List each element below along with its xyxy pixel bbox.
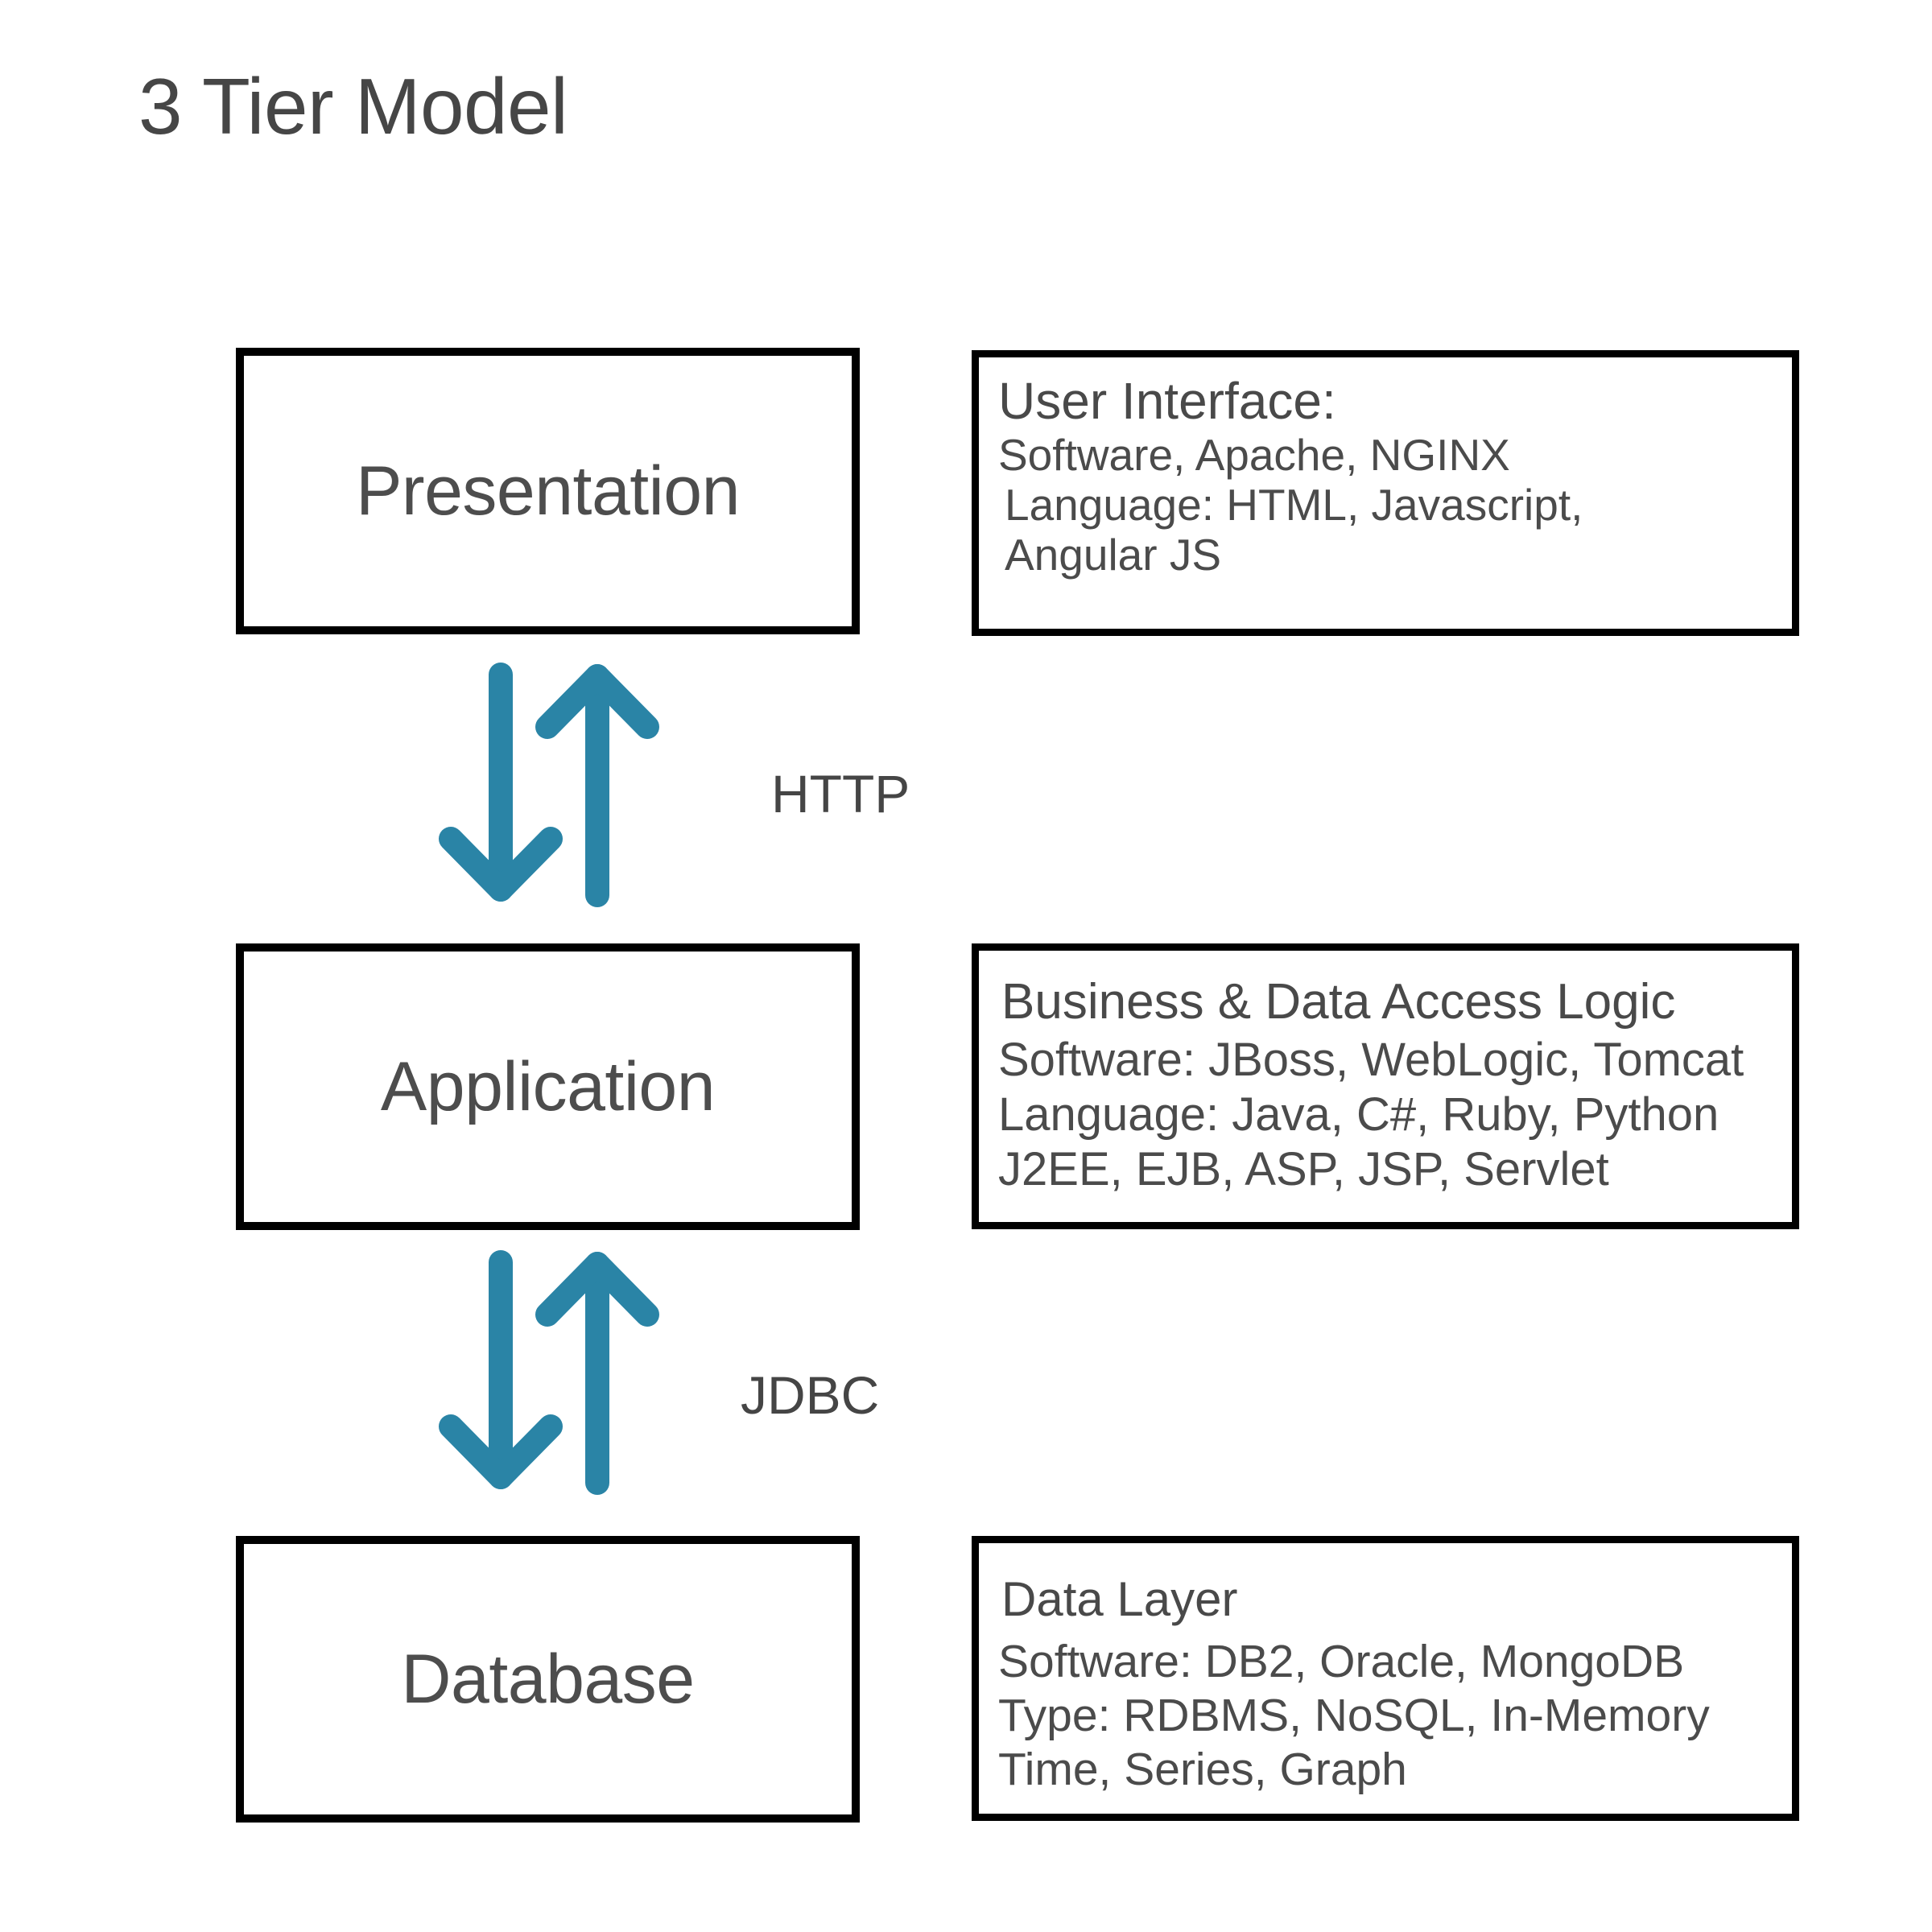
page-title: 3 Tier Model: [138, 62, 568, 151]
detail-heading-application: Business & Data Access Logic: [1001, 974, 1676, 1030]
detail-line-application-3: J2EE, EJB, ASP, JSP, Servlet: [998, 1143, 1609, 1195]
bidirectional-arrows: [439, 663, 659, 907]
connector-presentation-application: HTTP: [419, 644, 1030, 926]
connector-label-http: HTTP: [771, 764, 910, 824]
arrow-up-icon: [535, 1252, 659, 1495]
arrow-down-icon: [439, 663, 563, 902]
arrow-down-icon: [439, 1250, 563, 1489]
detail-line-database-3: Time, Series, Graph: [998, 1744, 1407, 1795]
detail-line-database-1: Software: DB2, Oracle, MongoDB: [998, 1636, 1685, 1687]
detail-heading-presentation: User Interface:: [998, 372, 1336, 430]
detail-box-presentation: User Interface: Software, Apache, NGINX …: [972, 350, 1799, 636]
arrow-up-icon: [535, 664, 659, 907]
detail-line-presentation-3: Angular JS: [1005, 530, 1222, 580]
bidirectional-arrows: [439, 1250, 659, 1495]
tier-box-database[interactable]: Database: [236, 1536, 860, 1823]
detail-box-database: Data Layer Software: DB2, Oracle, MongoD…: [972, 1536, 1799, 1821]
tier-label-presentation: Presentation: [356, 452, 740, 530]
connector-application-database: JDBC: [419, 1240, 1030, 1521]
connector-label-jdbc: JDBC: [741, 1365, 880, 1425]
detail-line-presentation-1: Software, Apache, NGINX: [998, 430, 1510, 480]
tier-label-database: Database: [401, 1641, 695, 1718]
detail-box-application: Business & Data Access Logic Software: J…: [972, 943, 1799, 1229]
detail-line-application-2: Language: Java, C#, Ruby, Python: [998, 1088, 1719, 1141]
detail-heading-database: Data Layer: [1001, 1572, 1238, 1626]
detail-line-application-1: Software: JBoss, WebLogic, Tomcat: [998, 1034, 1744, 1086]
detail-line-presentation-2: Language: HTML, Javascript,: [1005, 480, 1583, 530]
detail-line-database-2: Type: RDBMS, NoSQL, In-Memory: [998, 1690, 1710, 1741]
tier-label-application: Application: [380, 1048, 716, 1125]
tier-box-presentation[interactable]: Presentation: [236, 348, 860, 634]
tier-box-application[interactable]: Application: [236, 943, 860, 1230]
